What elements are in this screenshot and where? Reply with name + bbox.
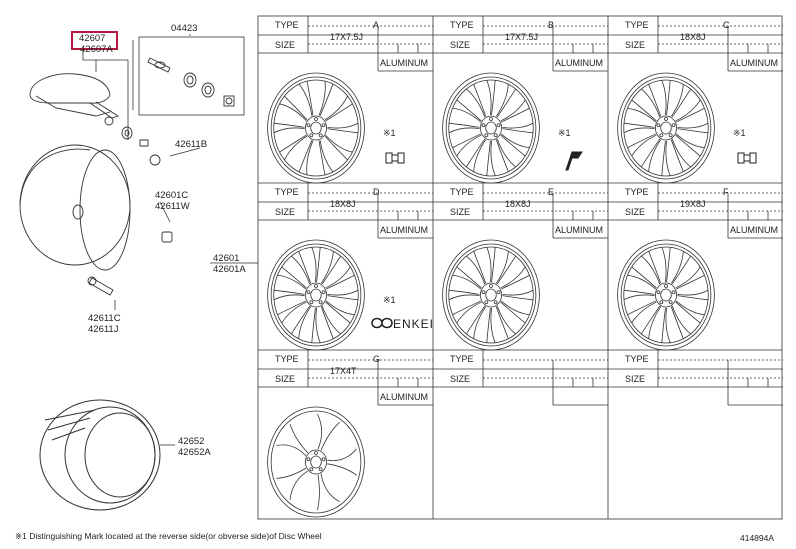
wheel-material: ALUMINUM bbox=[380, 225, 429, 235]
part-42601c-label[interactable]: 42601C bbox=[155, 190, 189, 201]
part-42601a-label[interactable]: 42601A bbox=[213, 264, 246, 275]
part-42607a-label[interactable]: 42607A bbox=[80, 44, 113, 55]
wheel-illustration-d bbox=[267, 239, 365, 351]
distinguishing-mark-note: ※1 bbox=[558, 128, 571, 138]
part-42607-label[interactable]: 42607 bbox=[79, 33, 106, 44]
size-header-label: SIZE bbox=[450, 207, 471, 217]
wheel-type-a: A bbox=[373, 20, 380, 30]
size-header-label: SIZE bbox=[450, 374, 471, 384]
type-header-label: TYPE bbox=[450, 20, 474, 30]
footnote: ※1 Distinguishing Mark located at the re… bbox=[15, 531, 322, 541]
wheel-illustration-b bbox=[442, 72, 540, 184]
part-42601-label[interactable]: 42601 bbox=[213, 253, 240, 264]
wheel-illustration-a bbox=[267, 72, 365, 184]
wheel-material: ALUMINUM bbox=[730, 58, 779, 68]
part-42611c-label[interactable]: 42611C bbox=[88, 313, 121, 324]
type-header-label: TYPE bbox=[275, 187, 299, 197]
wheel-illustration-g bbox=[267, 406, 365, 518]
wheel-type-g: G bbox=[373, 354, 381, 364]
type-header-label: TYPE bbox=[625, 20, 649, 30]
wheel-material: ALUMINUM bbox=[555, 58, 604, 68]
type-header-label: TYPE bbox=[450, 354, 474, 364]
wheel-illustration-e bbox=[442, 239, 540, 351]
size-header-label: SIZE bbox=[625, 374, 646, 384]
distinguishing-mark-note: ※1 bbox=[383, 128, 396, 138]
enkei-brand-mark: ENKEI bbox=[393, 317, 435, 331]
part-42652-label[interactable]: 42652 bbox=[178, 436, 205, 447]
wheel-type-e: E bbox=[548, 187, 555, 197]
size-header-label: SIZE bbox=[275, 374, 296, 384]
wheel-size: 17X4T bbox=[330, 366, 357, 376]
valve-kit-box bbox=[138, 36, 245, 116]
wheel-illustration-c bbox=[617, 72, 715, 184]
wheel-material: ALUMINUM bbox=[380, 392, 429, 402]
wheel-size: 17X7.5J bbox=[505, 32, 539, 42]
wheel-table-frame bbox=[257, 15, 783, 520]
wheel-material: ALUMINUM bbox=[380, 58, 429, 68]
size-header-label: SIZE bbox=[275, 207, 296, 217]
wheel-material: ALUMINUM bbox=[730, 225, 779, 235]
wheel-size: 18X8J bbox=[330, 199, 356, 209]
wheel-size: 19X8J bbox=[680, 199, 706, 209]
distinguishing-mark-note: ※1 bbox=[733, 128, 746, 138]
size-header-label: SIZE bbox=[450, 40, 471, 50]
wheel-type-b: B bbox=[548, 20, 555, 30]
wheel-type-c: C bbox=[723, 20, 730, 30]
type-header-label: TYPE bbox=[450, 187, 474, 197]
wheel-material: ALUMINUM bbox=[555, 225, 604, 235]
wheel-size: 17X7.5J bbox=[330, 32, 364, 42]
type-header-label: TYPE bbox=[275, 20, 299, 30]
wheel-type-f: F bbox=[723, 187, 729, 197]
distinguishing-mark-note: ※1 bbox=[383, 295, 396, 305]
document-id: 414894A bbox=[740, 533, 775, 543]
part-42611j-label[interactable]: 42611J bbox=[88, 324, 119, 335]
wheel-size: 18X8J bbox=[505, 199, 531, 209]
part-04423-label[interactable]: 04423 bbox=[171, 23, 198, 34]
part-42611b-label[interactable]: 42611B bbox=[175, 139, 208, 150]
size-header-label: SIZE bbox=[275, 40, 296, 50]
wheel-size: 18X8J bbox=[680, 32, 706, 42]
type-header-label: TYPE bbox=[625, 354, 649, 364]
type-header-label: TYPE bbox=[275, 354, 299, 364]
type-header-label: TYPE bbox=[625, 187, 649, 197]
size-header-label: SIZE bbox=[625, 207, 646, 217]
part-42652a-label[interactable]: 42652A bbox=[178, 447, 211, 458]
wheel-illustration-f bbox=[617, 239, 715, 351]
selected-part-highlight bbox=[71, 31, 118, 50]
part-42611w-label[interactable]: 42611W bbox=[155, 201, 190, 212]
size-header-label: SIZE bbox=[625, 40, 646, 50]
wheel-type-d: D bbox=[373, 187, 380, 197]
